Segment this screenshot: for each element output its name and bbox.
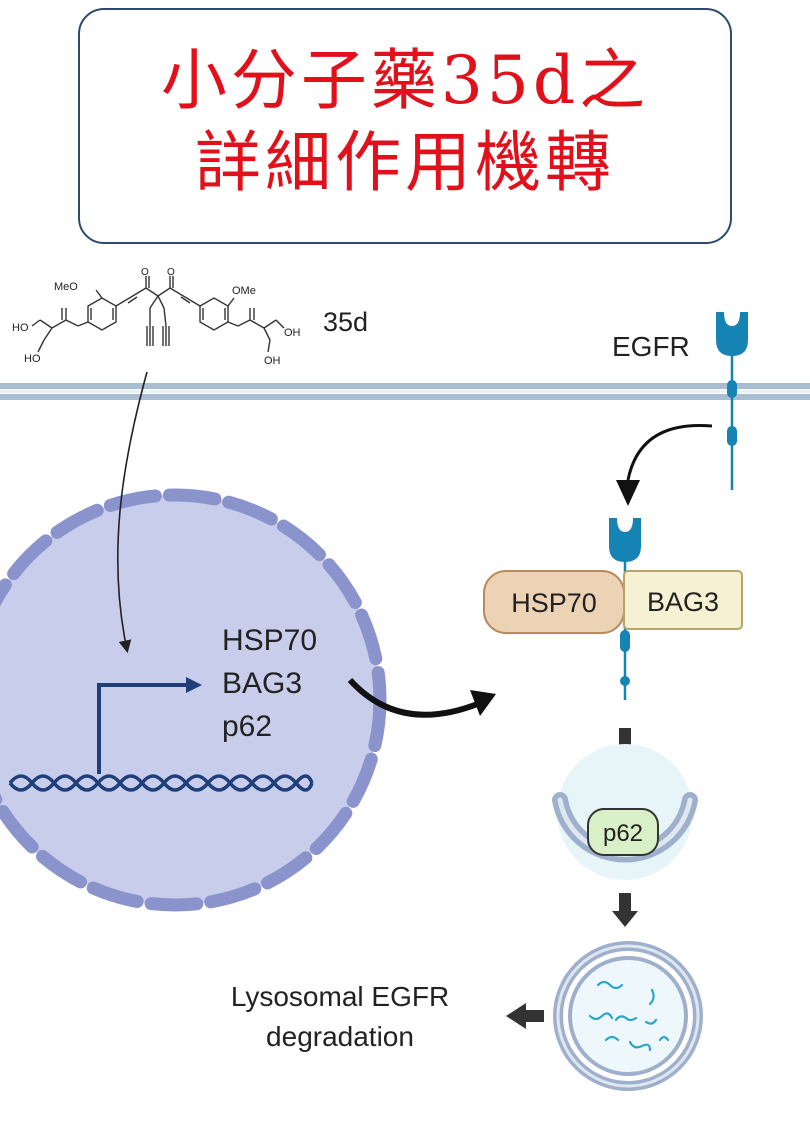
hsp70-label: HSP70 (511, 588, 597, 618)
degraded-fragments (588, 980, 670, 1052)
degradation-arrow (506, 1003, 544, 1029)
drug-entry-arrow (116, 371, 148, 654)
title-box: 小分子藥35d之 詳細作用機轉 (78, 8, 732, 244)
hsp70-box: HSP70 (483, 570, 625, 634)
nucleus (0, 488, 387, 912)
autophagosome-p62-label: p62 (603, 820, 643, 847)
bag3-box: BAG3 (623, 570, 743, 630)
atom-label-meo: MeO (54, 281, 78, 293)
compound-atom-labels: MeO OMe O O HO HO OH OH (12, 267, 301, 367)
gene-labels: HSP70 BAG3 p62 (222, 624, 317, 743)
compound-35d-structure (31, 276, 285, 353)
bag3-label: BAG3 (647, 587, 719, 617)
atom-label-ome: OMe (232, 285, 256, 297)
egfr-label: EGFR (612, 331, 690, 362)
gene-label-bag3: BAG3 (222, 667, 302, 700)
gene-label-p62: p62 (222, 710, 272, 743)
egfr-receptor (716, 312, 748, 490)
transcription-arrow (97, 677, 202, 774)
atom-label-ho-1: HO (12, 322, 29, 334)
lysosome (553, 941, 703, 1091)
atom-label-oh-1: OH (284, 327, 301, 339)
atom-label-ho-2: HO (24, 353, 41, 365)
atom-label-o-left: O (141, 267, 149, 278)
dna-helix (8, 774, 314, 792)
autophagosome: p62 (552, 744, 698, 880)
gene-label-hsp70: HSP70 (222, 624, 317, 657)
atom-label-oh-2: OH (264, 355, 281, 367)
protein-export-arrow (347, 677, 496, 718)
outcome-line-2: degradation (266, 1021, 414, 1052)
down-arrow-2 (612, 893, 638, 927)
compound-label: 35d (323, 307, 368, 337)
internalization-arrow (616, 423, 713, 506)
atom-label-o-right: O (167, 267, 175, 278)
title-line-1: 小分子藥35d之 (160, 42, 650, 119)
cell-membrane (0, 383, 810, 400)
title-line-2: 詳細作用機轉 (195, 124, 615, 201)
outcome-line-1: Lysosomal EGFR (231, 981, 449, 1012)
